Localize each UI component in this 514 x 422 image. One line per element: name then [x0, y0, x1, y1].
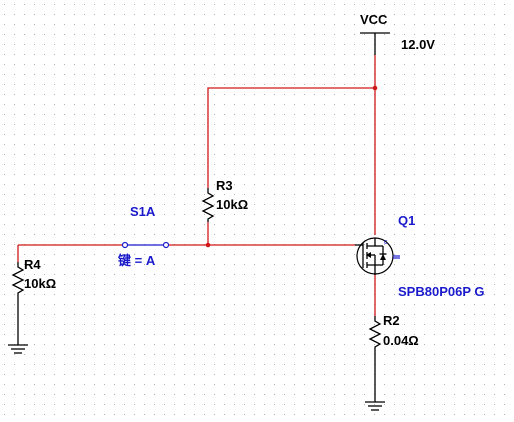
switch-s1a[interactable]: S1A 键 = A: [117, 204, 170, 268]
ground-symbol-r2: [365, 401, 385, 411]
mosfet-model: SPB80P06P G: [398, 284, 484, 299]
resistor-r3[interactable]: R3 10kΩ: [201, 178, 248, 222]
vcc-value: 12.0V: [401, 37, 435, 52]
r2-value: 0.04Ω: [383, 333, 419, 348]
switch-ref: S1A: [130, 204, 156, 219]
ground-symbol-r4: [8, 344, 28, 354]
r4-ref: R4: [24, 257, 41, 272]
r3-value: 10kΩ: [216, 197, 248, 212]
junctions: [205, 85, 378, 248]
resistor-r4[interactable]: R4 10kΩ: [11, 257, 56, 345]
mosfet-q1[interactable]: c Q1 SPB80P06P G: [355, 213, 484, 299]
wire-net: [17, 55, 376, 316]
switch-key-label: 键 = A: [117, 253, 156, 268]
r3-ref: R3: [216, 178, 233, 193]
r2-ref: R2: [383, 313, 400, 328]
svg-text:c: c: [384, 239, 388, 246]
mosfet-ref: Q1: [398, 213, 415, 228]
resistor-r2[interactable]: R2 0.04Ω: [368, 313, 419, 402]
r4-value: 10kΩ: [24, 276, 56, 291]
junction-gate: [205, 242, 211, 248]
junction-vcc: [372, 85, 378, 91]
vcc-name: VCC: [360, 12, 388, 27]
vcc-supply[interactable]: VCC 12.0V: [360, 12, 435, 55]
